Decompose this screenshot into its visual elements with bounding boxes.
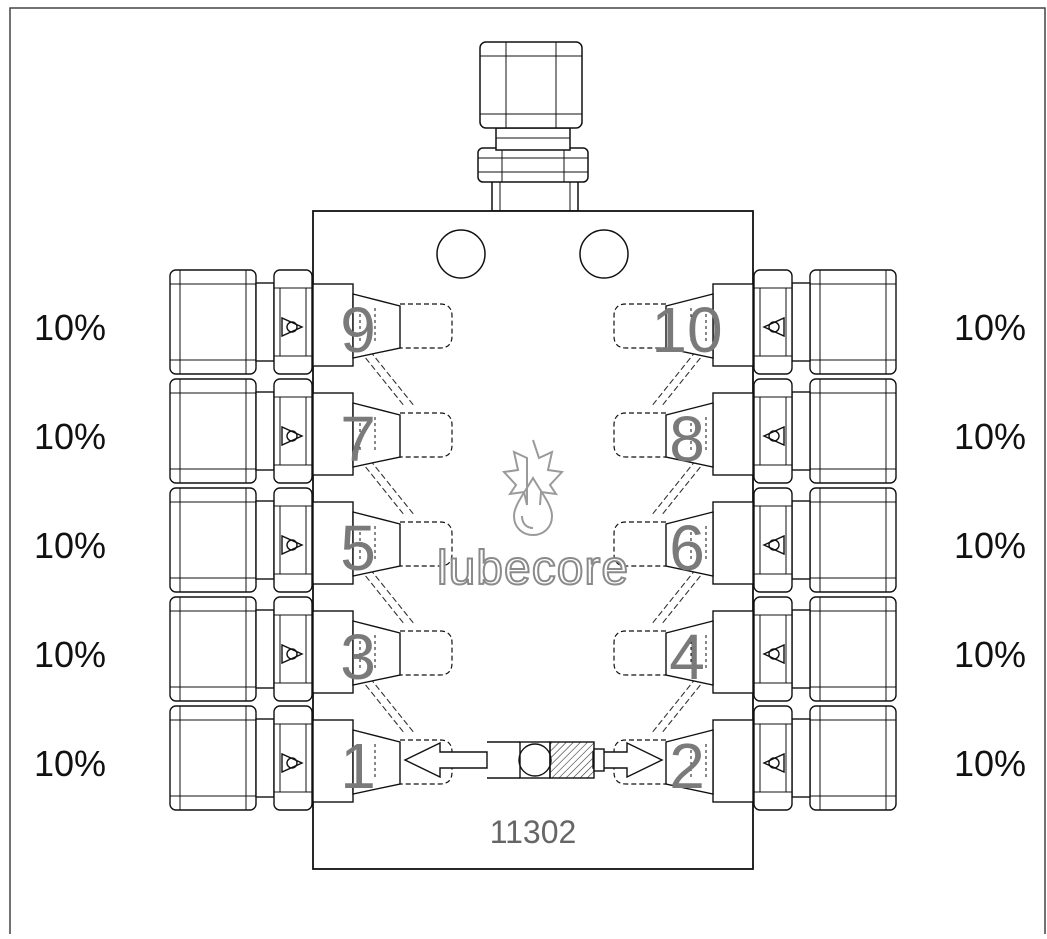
outlet-5-percent: 10%: [34, 525, 106, 566]
outlet-4-fitting: [613, 596, 897, 702]
crossover-channel: [359, 568, 406, 626]
outlet-10-fitting: [613, 269, 897, 375]
part-number-label: 11302: [490, 814, 577, 850]
crossover-channel: [369, 568, 416, 626]
mounting-hole-left: [436, 229, 486, 279]
outlet-number-7: 7: [340, 403, 376, 475]
outlet-number-3: 3: [340, 621, 376, 693]
outlet-3-percent: 10%: [34, 634, 106, 675]
outlet-number-8: 8: [669, 403, 705, 475]
outlet-2-percent: 10%: [954, 743, 1026, 784]
crossover-channel: [369, 350, 416, 408]
outlet-10-percent: 10%: [954, 307, 1026, 348]
outlet-1-fitting: [169, 705, 453, 811]
outlet-number-4: 4: [669, 621, 705, 693]
outlet-number-10: 10: [651, 294, 722, 366]
lubecore-logo: lubecore: [436, 439, 629, 596]
outlet-1-percent: 10%: [34, 743, 106, 784]
outlet-7-percent: 10%: [34, 416, 106, 457]
outlet-4-percent: 10%: [954, 634, 1026, 675]
outlet-2-fitting: [613, 705, 897, 811]
piston: [549, 741, 595, 779]
crossover-channel: [369, 459, 416, 517]
crossover-channel: [660, 459, 707, 517]
maple-leaf-drop-icon: [501, 439, 565, 537]
crossover-channel: [650, 568, 697, 626]
outlet-number-6: 6: [669, 512, 705, 584]
outlet-number-1: 1: [340, 730, 376, 802]
crossover-channel: [660, 568, 707, 626]
outlet-3-fitting: [169, 596, 453, 702]
check-ball: [518, 743, 552, 777]
outlet-6-percent: 10%: [954, 525, 1026, 566]
mounting-hole-right: [579, 229, 629, 279]
inlet-fitting: [477, 41, 589, 212]
outlet-8-fitting: [613, 378, 897, 484]
crossover-channel: [369, 677, 416, 735]
crossover-channel: [660, 677, 707, 735]
outlet-7-fitting: [169, 378, 453, 484]
figure-frame: [9, 7, 1046, 934]
crossover-channel: [359, 677, 406, 735]
piston-assembly: [403, 741, 664, 779]
flow-arrow-left: [403, 741, 488, 779]
outlet-6-fitting: [613, 487, 897, 593]
outlet-5-fitting: [169, 487, 453, 593]
crossover-channel: [359, 350, 406, 408]
outlet-number-2: 2: [669, 730, 705, 802]
lubecore-wordmark: lubecore: [437, 542, 629, 595]
outlet-8-percent: 10%: [954, 416, 1026, 457]
outlet-number-5: 5: [340, 512, 376, 584]
crossover-channel: [650, 677, 697, 735]
crossover-channel: [650, 350, 697, 408]
crossover-channel: [650, 459, 697, 517]
crossover-channel: [359, 459, 406, 517]
outlet-9-fitting: [169, 269, 453, 375]
crossover-channel: [660, 350, 707, 408]
outlet-number-9: 9: [340, 294, 376, 366]
outlet-9-percent: 10%: [34, 307, 106, 348]
